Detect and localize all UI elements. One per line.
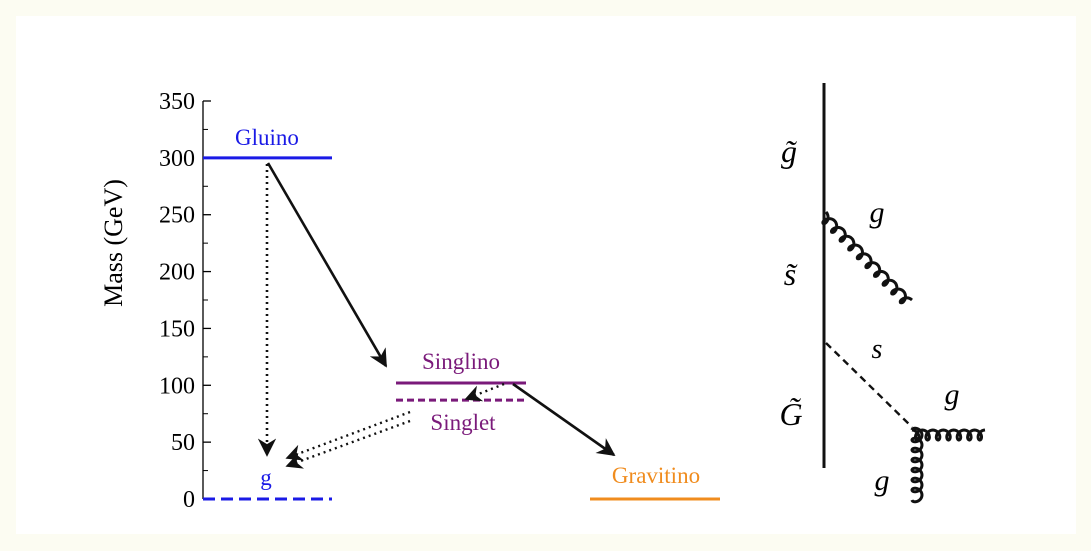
gluon-right-curl — [911, 428, 986, 442]
y-tick-label: 150 — [159, 316, 195, 342]
y-tick-label: 100 — [159, 373, 195, 399]
gluino-to-singlino-arrow — [266, 162, 388, 368]
singlino-to-gravitino-arrow — [512, 382, 616, 457]
gluon-label: g — [260, 465, 272, 490]
gluon-bottom-curl — [910, 426, 924, 504]
singlino-to-singlet-dotted-arrow — [464, 382, 505, 402]
feynman-diagram: g̃ s̃ G̃ g s g g — [779, 83, 986, 504]
gluino-label: Gluino — [235, 125, 299, 150]
y-tick-label: 50 — [171, 430, 195, 456]
y-tick-label: 0 — [183, 487, 195, 513]
scalar-symbol: s — [872, 334, 883, 365]
y-axis: 350 300 250 200 150 100 50 0 Mass (GeV) — [99, 89, 211, 513]
y-tick-label: 200 — [159, 260, 195, 286]
decay-arrows — [257, 162, 616, 469]
y-tick-label: 300 — [159, 146, 195, 172]
y-tick-label: 250 — [159, 203, 195, 229]
figure-panel — [16, 16, 1076, 534]
singlet-to-gluon-dotted-arrow-2 — [285, 419, 411, 469]
gluon-top-curl — [821, 211, 913, 305]
gluino-symbol: g̃ — [781, 133, 797, 169]
y-tick-label: 350 — [159, 89, 195, 115]
gluon-right-symbol: g — [945, 378, 960, 411]
gluon-bottom-symbol: g — [875, 464, 890, 497]
singlet-label: Singlet — [430, 410, 496, 435]
sgoldstino-symbol: s̃ — [784, 256, 798, 292]
scalar-dashed-line — [825, 342, 913, 428]
singlino-label: Singlino — [422, 349, 500, 374]
y-axis-label: Mass (GeV) — [99, 179, 128, 307]
singlet-to-gluon-dotted-arrow-1 — [285, 410, 411, 461]
y-axis-ticks: 350 300 250 200 150 100 50 0 — [159, 89, 211, 513]
gravitino-symbol: G̃ — [779, 396, 802, 432]
gravitino-label: Gravitino — [612, 463, 700, 488]
gluon-top-symbol: g — [870, 196, 885, 229]
mass-levels: Gluino Singlino Singlet g Gravitino — [203, 125, 720, 501]
